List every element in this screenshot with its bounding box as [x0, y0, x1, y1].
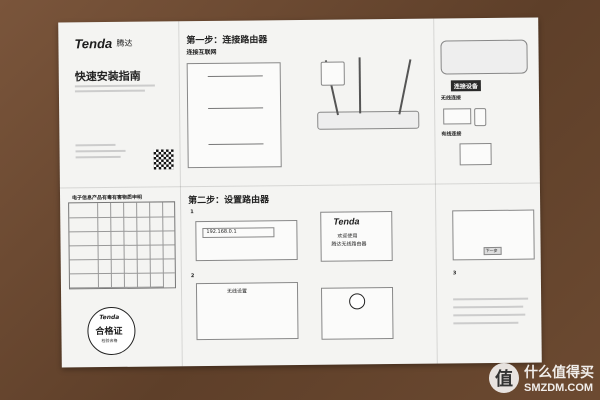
router-antenna: [358, 57, 362, 114]
browser-screenshot: 192.168.0.1: [195, 220, 298, 262]
welcome-line1: 欢迎使用: [337, 233, 358, 240]
qr-code: [153, 149, 174, 170]
vertical-fold: [433, 18, 438, 364]
power-adapter-icon: [320, 61, 345, 86]
quick-install-guide-sheet: Tenda 腾达 快速安装指南 电子信息产品有毒有害物质申明 Tenda 合格证…: [58, 17, 542, 368]
guide-title: 快速安装指南: [74, 69, 141, 84]
brand-cn: 腾达: [116, 38, 133, 48]
connect-device-label: 连接设备: [450, 80, 481, 92]
table-title: 电子信息产品有毒有害物质申明: [72, 194, 143, 202]
text-line: [75, 149, 126, 153]
connection-diagram-box: [186, 62, 282, 169]
step-number-2: 2: [190, 273, 195, 280]
monitor-icon: [459, 142, 492, 166]
text-line: [75, 143, 116, 147]
watermark-cn-text: 什么值得买: [524, 364, 594, 380]
text-line: [75, 155, 121, 159]
stamp-brand: Tenda: [99, 313, 120, 322]
router-antenna: [398, 59, 412, 115]
wired-label: 有线连接: [441, 131, 462, 138]
wifi-settings-title: 无线设置: [227, 288, 248, 295]
ip-address: 192.168.0.1: [206, 228, 237, 235]
settings-screenshot: 下一步: [452, 209, 535, 261]
connection-line: [207, 75, 263, 77]
address-bar: 192.168.0.1: [202, 227, 275, 239]
welcome-line2: 腾达无线路由器: [331, 241, 367, 248]
step2-title: 第二步：设置路由器: [188, 195, 270, 207]
text-line: [453, 305, 524, 309]
text-line: [453, 297, 529, 301]
laptop-icon: [443, 108, 472, 125]
smzdm-watermark: 值 什么值得买 SMZDM.COM: [489, 362, 594, 394]
wireless-label: 无线连接: [440, 95, 462, 102]
text-line: [453, 313, 526, 317]
text-line: [74, 89, 145, 93]
horizontal-fold: [59, 182, 540, 189]
phone-icon: [474, 108, 487, 127]
text-line: [74, 84, 155, 88]
step-number-1: 1: [190, 209, 194, 216]
wifi-settings-screenshot: 无线设置: [195, 282, 299, 341]
next-step-button: 下一步: [483, 246, 502, 256]
success-screenshot: [320, 287, 394, 340]
welcome-screenshot: Tenda 欢迎使用 腾达无线路由器: [320, 211, 393, 262]
watermark-en-text: SMZDM.COM: [524, 382, 594, 394]
vertical-fold: [178, 21, 183, 367]
check-icon: [349, 293, 366, 310]
welcome-brand: Tenda: [333, 216, 360, 227]
step1-subtitle: 连接互联网: [186, 48, 217, 57]
stamp-sub: 检验合格: [101, 337, 118, 344]
certificate-stamp: Tenda 合格证 检验合格: [87, 306, 136, 356]
step-number-3: 3: [452, 270, 457, 277]
router-top-view: [440, 39, 528, 75]
step1-title: 第一步：连接路由器: [186, 35, 268, 47]
connection-line: [208, 107, 264, 109]
router-drawing: [317, 110, 420, 130]
stamp-label: 合格证: [95, 326, 123, 338]
connection-line: [208, 143, 264, 145]
brand-logo: Tenda: [74, 35, 113, 52]
next-button-label: 下一步: [485, 247, 498, 254]
text-line: [453, 321, 519, 325]
hazard-substance-table: [68, 201, 176, 290]
smzdm-logo-icon: 值: [489, 363, 519, 393]
